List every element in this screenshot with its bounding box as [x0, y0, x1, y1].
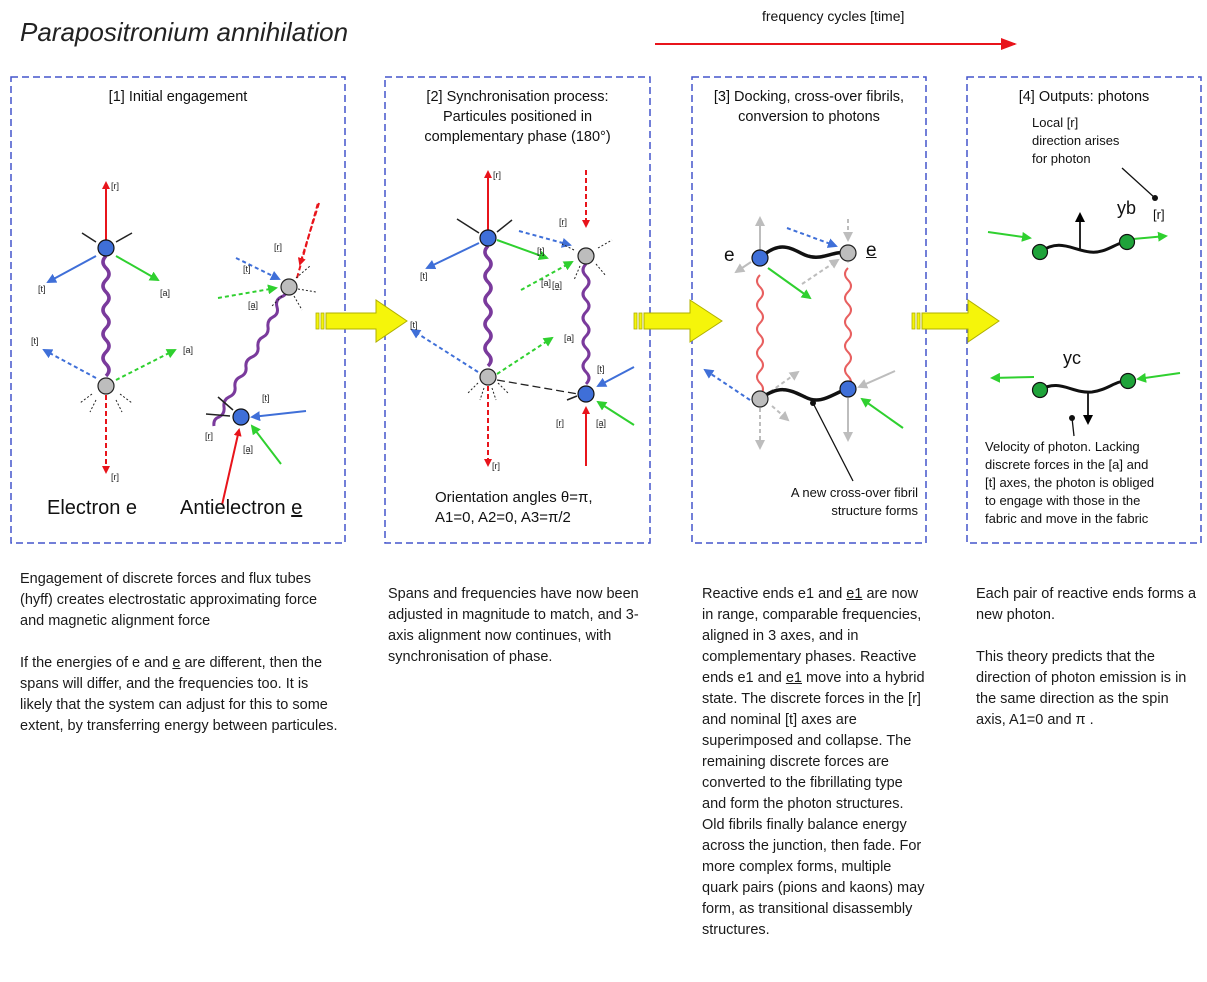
- s2-anti-label-t-top: [t]: [537, 246, 545, 256]
- stage1-antielectron: [205, 202, 320, 506]
- s1-anti-label-r-bottom: [r]: [205, 431, 213, 441]
- transition-arrow-1: [315, 299, 408, 343]
- stage4-photon-yc: [990, 372, 1181, 437]
- stage3-label-e-bar: e: [866, 240, 877, 261]
- label-r-photon: [r]: [1153, 207, 1165, 222]
- s2-label-a-bottom: [a]: [564, 333, 574, 343]
- stage2-title: [2] Synchronisation process: Particules …: [385, 87, 650, 147]
- stage3-title-line2: conversion to photons: [738, 109, 880, 125]
- timeline-label: frequency cycles [time]: [762, 8, 905, 24]
- label-yb: yb: [1117, 198, 1137, 218]
- desc1-p2-b: are different, then the spans will diffe…: [20, 655, 338, 734]
- description-col1: Engagement of discrete forces and flux t…: [20, 569, 342, 758]
- s1-label-r-bottom: [r]: [111, 472, 119, 482]
- orientation-angles: Orientation angles θ=π, A1=0, A2=0, A3=π…: [435, 488, 593, 528]
- stage3-label-e: e: [724, 245, 735, 266]
- stage3-title-line1: [3] Docking, cross-over fibrils,: [713, 89, 905, 105]
- desc4-p1: Each pair of reactive ends forms a new p…: [976, 586, 1197, 623]
- stage3-docking: [703, 216, 904, 482]
- s2-label-a-top: [a]: [541, 278, 551, 288]
- stage3-box: [691, 76, 927, 544]
- s1-anti-label-a-top: [a]: [248, 300, 258, 310]
- s1-label-a-bottom: [a]: [183, 345, 193, 355]
- s1-label-t-bottom: [t]: [31, 336, 39, 346]
- desc3-u1: e1: [846, 586, 863, 602]
- desc4-p2: This theory predicts that the direction …: [976, 649, 1187, 728]
- velocity-line3: [t] axes, the photon is obliged: [985, 475, 1155, 490]
- stage2-title-line3: complementary phase (180°): [424, 129, 611, 145]
- s1-anti-label-r-top: [r]: [274, 242, 282, 252]
- page-title: Parapositronium annihilation: [20, 17, 349, 47]
- stage2-box: [384, 76, 651, 544]
- stage4-photon-yb: [987, 167, 1168, 261]
- transition-arrow-3: [911, 299, 1000, 343]
- description-col2: Spans and frequencies have now been adju…: [388, 584, 650, 689]
- s1-anti-label-t-bottom: [t]: [262, 393, 270, 403]
- label-yc: yc: [1063, 348, 1081, 368]
- description-col4: Each pair of reactive ends forms a new p…: [976, 584, 1198, 752]
- s2-anti-label-r-top: [r]: [559, 217, 567, 227]
- velocity-line4: to engage with those in the: [985, 493, 1141, 508]
- desc3-p1: Reactive ends e1 and e1 are now in range…: [702, 584, 926, 941]
- fibril-note-line1: A new cross-over fibril: [790, 485, 918, 500]
- s1-label-r-top: [r]: [111, 181, 119, 191]
- velocity-note: Velocity of photon. Lacking discrete for…: [985, 438, 1154, 528]
- s2-anti-label-r-bottom: [r]: [556, 418, 564, 428]
- s2-anti-label-a-top: [a]: [552, 280, 562, 290]
- transition-arrow-2: [633, 299, 723, 343]
- electron-label: Electron e: [47, 497, 138, 519]
- s2-anti-label-a-bottom: [a]: [596, 418, 606, 428]
- stage3-fibril-note: A new cross-over fibril structure forms: [740, 484, 918, 520]
- s2-label-t-top: [t]: [420, 271, 428, 281]
- s2-label-r-top: [r]: [493, 170, 501, 180]
- antielectron-label-prefix: Antielectron: [180, 497, 292, 519]
- desc3-u2: e1: [785, 670, 802, 686]
- desc2-p1: Spans and frequencies have now been adju…: [388, 586, 639, 665]
- stage2-electron: [410, 170, 579, 467]
- antielectron-label-e: e: [291, 497, 303, 519]
- desc3-c: move into a hybrid state. The discrete f…: [702, 670, 925, 938]
- s1-label-t-top: [t]: [38, 284, 46, 294]
- desc3-a: Reactive ends e1 and: [702, 586, 847, 602]
- desc1-p1: Engagement of discrete forces and flux t…: [20, 571, 318, 629]
- local-r-note: Local [r] direction arises for photon: [1032, 114, 1119, 168]
- stage1-electron: [42, 181, 177, 474]
- local-note-line3: for photon: [1032, 151, 1091, 166]
- axis-labels: [r] [t] [a] [t] [a] [r] [r] [t] [a] [t] …: [31, 170, 606, 482]
- s1-anti-label-a-bottom: [a]: [243, 444, 253, 454]
- stage4-box: [966, 76, 1202, 544]
- stage2-title-line1: [2] Synchronisation process:: [426, 89, 609, 105]
- desc1-p2-u: e: [172, 655, 181, 671]
- velocity-line2: discrete forces in the [a] and: [985, 457, 1149, 472]
- description-col3: Reactive ends e1 and e1 are now in range…: [702, 584, 926, 962]
- s1-anti-label-t-top: [t]: [243, 264, 251, 274]
- s2-label-r-bottom: [r]: [492, 461, 500, 471]
- stage1-box: [10, 76, 346, 544]
- s1-label-a-top: [a]: [160, 288, 170, 298]
- stage2-title-line2: Particules positioned in: [442, 109, 593, 125]
- local-note-line2: direction arises: [1032, 133, 1120, 148]
- local-note-line1: Local [r]: [1032, 115, 1079, 130]
- stage3-title: [3] Docking, cross-over fibrils, convers…: [692, 87, 926, 127]
- desc1-p2-a: If the energies of e and: [20, 655, 173, 671]
- desc1-p2: If the energies of e and e are different…: [20, 653, 342, 737]
- stage4-title: [4] Outputs: photons: [1018, 89, 1150, 105]
- antielectron-label: Antielectron e: [180, 497, 302, 520]
- desc3-b: are now in range, comparable frequencies…: [702, 586, 922, 686]
- s2-label-t-bottom: [t]: [410, 320, 418, 330]
- stage2-antielectron: [518, 170, 635, 466]
- velocity-line5: fabric and move in the fabric: [985, 511, 1149, 526]
- fibril-note-line2: structure forms: [831, 503, 918, 518]
- orientation-line2: A1=0, A2=0, A3=π/2: [435, 509, 571, 526]
- s2-anti-label-t-bottom: [t]: [597, 364, 605, 374]
- stage1-title: [1] Initial engagement: [108, 89, 248, 105]
- velocity-line1: Velocity of photon. Lacking: [985, 439, 1140, 454]
- orientation-line1: Orientation angles θ=π,: [435, 489, 593, 506]
